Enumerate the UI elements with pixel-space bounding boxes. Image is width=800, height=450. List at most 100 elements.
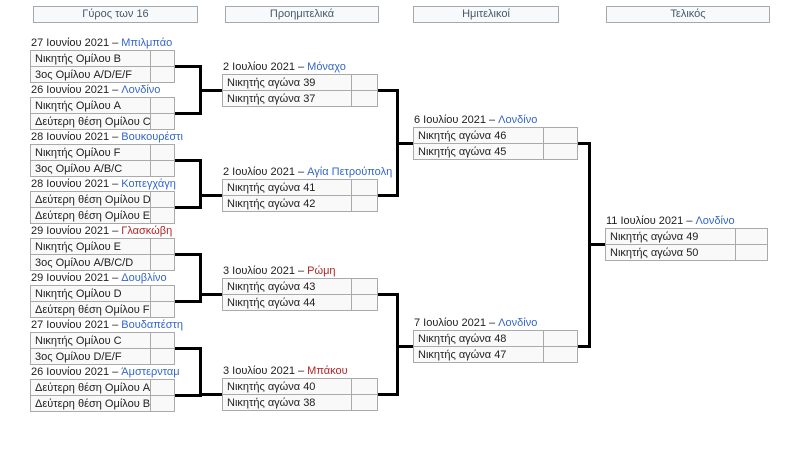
- match-sf-1: 6 Ιουλίου 2021 –Λονδίνο Νικητής αγώνα 46…: [413, 114, 578, 160]
- team-name: Νικητής Ομίλου E: [30, 238, 151, 255]
- bracket-connector: [175, 394, 202, 397]
- bracket-connector: [378, 393, 399, 396]
- match-table: Νικητής Ομίλου D Δεύτερη θέση Ομίλου F: [30, 285, 175, 318]
- match-table: Νικητής αγώνα 48 Νικητής αγώνα 47: [413, 330, 578, 363]
- match-r16-2: 26 Ιουνίου 2021 –Λονδίνο Νικητής Ομίλου …: [30, 84, 175, 130]
- team-name: Δεύτερη θέση Ομίλου D: [30, 191, 151, 208]
- score-cell: [150, 332, 175, 349]
- match-r16-7: 27 Ιουνίου 2021 –Βουδαπέστη Νικητής Ομίλ…: [30, 319, 183, 365]
- match-qf-3: 3 Ιουλίου 2021 –Ρώμη Νικητής αγώνα 43 Νι…: [222, 265, 378, 311]
- team-name: Δεύτερη θέση Ομίλου A: [30, 379, 151, 396]
- match-date-text: 27 Ιουνίου 2021 –: [31, 37, 119, 49]
- team-name: Νικητής αγώνα 37: [222, 90, 352, 107]
- team-name: Νικητής Ομίλου A: [30, 97, 151, 114]
- match-date: 6 Ιουλίου 2021 –Λονδίνο: [414, 114, 537, 126]
- round-header-round-of-16: Γύρος των 16: [33, 6, 198, 23]
- team-name: Νικητής αγώνα 50: [605, 244, 736, 261]
- bracket-connector: [199, 89, 222, 92]
- match-r16-5: 29 Ιουνίου 2021 –Γλασκώβη Νικητής Ομίλου…: [30, 225, 175, 271]
- match-date-text: 27 Ιουνίου 2021 –: [31, 319, 119, 331]
- match-table: Νικητής Ομίλου B 3ος Ομίλου A/D/E/F: [30, 50, 175, 83]
- city-link[interactable]: Μόναχο: [307, 61, 346, 73]
- bracket-connector: [175, 65, 202, 68]
- match-date: 3 Ιουλίου 2021 –Ρώμη: [223, 265, 336, 277]
- bracket-connector: [199, 393, 222, 396]
- team-name: 3ος Ομίλου A/B/C: [30, 160, 151, 177]
- score-cell: [351, 278, 378, 295]
- city-link[interactable]: Μπιλμπάο: [121, 37, 173, 49]
- match-r16-6: 29 Ιουνίου 2021 –Δουβλίνο Νικητής Ομίλου…: [30, 272, 175, 318]
- score-cell: [150, 160, 175, 177]
- match-date-text: 26 Ιουνίου 2021 –: [31, 366, 119, 378]
- team-name: Νικητής αγώνα 38: [222, 394, 352, 411]
- team-name: Νικητής αγώνα 40: [222, 378, 352, 395]
- score-cell: [351, 195, 378, 212]
- bracket-connector: [175, 253, 202, 256]
- score-cell: [150, 191, 175, 208]
- team-name: Νικητής αγώνα 49: [605, 228, 736, 245]
- bracket-connector: [175, 112, 202, 115]
- match-r16-8: 26 Ιουνίου 2021 –Άμστερνταμ Δεύτερη θέση…: [30, 366, 180, 412]
- match-table: Νικητής αγώνα 46 Νικητής αγώνα 45: [413, 127, 578, 160]
- bracket-connector: [199, 159, 202, 209]
- match-qf-2: 2 Ιουλίου 2021 –Αγία Πετρούπολη Νικητής …: [222, 166, 392, 212]
- score-cell: [150, 50, 175, 67]
- city-link[interactable]: Λονδίνο: [121, 84, 161, 96]
- city-link[interactable]: Μπάκου: [307, 365, 348, 377]
- bracket-connector: [378, 194, 399, 197]
- bracket-connector: [199, 293, 222, 296]
- score-cell: [543, 143, 578, 160]
- city-link[interactable]: Δουβλίνο: [121, 272, 167, 284]
- bracket-connector: [588, 243, 605, 246]
- match-table: Δεύτερη θέση Ομίλου A Δεύτερη θέση Ομίλο…: [30, 379, 175, 412]
- bracket-connector: [396, 293, 399, 396]
- match-date-text: 28 Ιουνίου 2021 –: [31, 178, 119, 190]
- bracket-connector: [175, 159, 202, 162]
- match-date: 28 Ιουνίου 2021 –Βουκουρέστι: [31, 131, 183, 143]
- city-link[interactable]: Αγία Πετρούπολη: [307, 166, 393, 178]
- city-link[interactable]: Λονδίνο: [498, 317, 538, 329]
- team-name: Δεύτερη θέση Ομίλου E: [30, 207, 151, 224]
- team-name: Νικητής αγώνα 39: [222, 74, 352, 91]
- score-cell: [150, 97, 175, 114]
- match-table: Νικητής αγώνα 40 Νικητής αγώνα 38: [222, 378, 378, 411]
- team-name: Δεύτερη θέση Ομίλου C: [30, 113, 151, 130]
- score-cell: [150, 301, 175, 318]
- city-link[interactable]: Γλασκώβη: [121, 225, 173, 237]
- city-link[interactable]: Βουκουρέστι: [121, 131, 183, 143]
- score-cell: [150, 113, 175, 130]
- team-name: 3ος Ομίλου D/E/F: [30, 348, 151, 365]
- match-date: 27 Ιουνίου 2021 –Μπιλμπάο: [31, 37, 172, 49]
- match-date-text: 11 Ιουλίου 2021 –: [606, 215, 693, 227]
- team-name: Δεύτερη θέση Ομίλου F: [30, 301, 151, 318]
- match-date: 26 Ιουνίου 2021 –Άμστερνταμ: [31, 366, 180, 378]
- match-date: 11 Ιουλίου 2021 –Λονδίνο: [606, 215, 735, 227]
- city-link[interactable]: Ρώμη: [307, 265, 336, 277]
- match-date: 2 Ιουλίου 2021 –Αγία Πετρούπολη: [223, 166, 392, 178]
- round-header-semifinals: Ημιτελικοί: [413, 6, 559, 23]
- score-cell: [351, 294, 378, 311]
- match-date: 7 Ιουλίου 2021 –Λονδίνο: [414, 317, 537, 329]
- team-name: Νικητής αγώνα 47: [413, 346, 544, 363]
- team-name: Νικητής αγώνα 48: [413, 330, 544, 347]
- score-cell: [150, 254, 175, 271]
- match-date-text: 6 Ιουλίου 2021 –: [414, 114, 496, 126]
- bracket-connector: [378, 293, 399, 296]
- city-link[interactable]: Λονδίνο: [695, 215, 735, 227]
- round-header-quarterfinals: Προημιτελικά: [225, 6, 379, 23]
- city-link[interactable]: Βουδαπέστη: [121, 319, 183, 331]
- city-link[interactable]: Κοπεγχάγη: [121, 178, 176, 190]
- score-cell: [351, 394, 378, 411]
- bracket-connector: [578, 345, 591, 348]
- city-link[interactable]: Άμστερνταμ: [121, 366, 180, 378]
- team-name: Νικητής Ομίλου D: [30, 285, 151, 302]
- bracket-connector: [378, 89, 399, 92]
- score-cell: [150, 285, 175, 302]
- score-cell: [150, 144, 175, 161]
- match-date-text: 29 Ιουνίου 2021 –: [31, 272, 119, 284]
- score-cell: [150, 379, 175, 396]
- match-table: Νικητής Ομίλου C 3ος Ομίλου D/E/F: [30, 332, 175, 365]
- city-link[interactable]: Λονδίνο: [498, 114, 538, 126]
- match-date-text: 26 Ιουνίου 2021 –: [31, 84, 119, 96]
